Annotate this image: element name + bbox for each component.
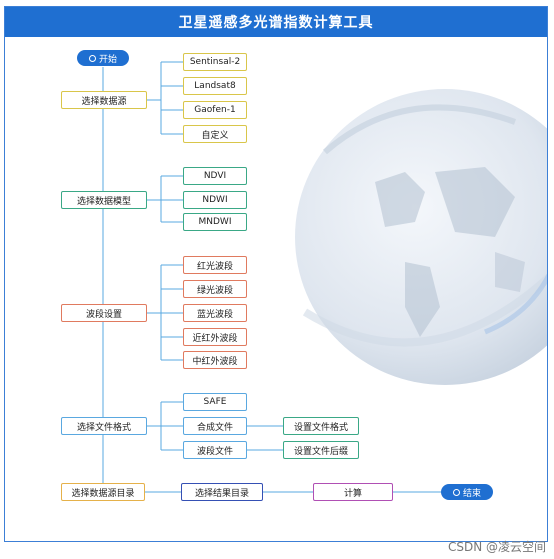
step-band-setting[interactable]: 波段设置 bbox=[61, 304, 147, 322]
option-model[interactable]: NDVI bbox=[183, 167, 247, 185]
step-select-file-format[interactable]: 选择文件格式 bbox=[61, 417, 147, 435]
step-select-data-source[interactable]: 选择数据源 bbox=[61, 91, 147, 109]
option-band[interactable]: 蓝光波段 bbox=[183, 304, 247, 322]
option-band[interactable]: 红光波段 bbox=[183, 256, 247, 274]
option-band[interactable]: 中红外波段 bbox=[183, 351, 247, 369]
step-compute[interactable]: 计算 bbox=[313, 483, 393, 501]
app-frame: 卫星遥感多光谱指数计算工具 bbox=[4, 6, 548, 542]
option-source[interactable]: Sentinsal-2 bbox=[183, 53, 247, 71]
option-band[interactable]: 绿光波段 bbox=[183, 280, 247, 298]
flow-connectors bbox=[102, 61, 441, 493]
start-button[interactable]: 开始 bbox=[77, 50, 129, 66]
power-icon bbox=[88, 54, 96, 62]
watermark: CSDN @凌云空间 bbox=[447, 540, 546, 554]
power-icon bbox=[452, 488, 460, 496]
end-button[interactable]: 结束 bbox=[441, 484, 493, 500]
option-format[interactable]: 合成文件 bbox=[183, 417, 247, 435]
app-title: 卫星遥感多光谱指数计算工具 bbox=[5, 7, 547, 37]
end-label: 结束 bbox=[462, 488, 481, 499]
option-set-file-suffix[interactable]: 设置文件后缀 bbox=[283, 441, 359, 459]
step-select-data-model[interactable]: 选择数据模型 bbox=[61, 191, 147, 209]
option-source[interactable]: Landsat8 bbox=[183, 77, 247, 95]
option-band[interactable]: 近红外波段 bbox=[183, 328, 247, 346]
option-set-file-format[interactable]: 设置文件格式 bbox=[283, 417, 359, 435]
step-select-source-dir[interactable]: 选择数据源目录 bbox=[61, 483, 145, 501]
option-model[interactable]: MNDWI bbox=[183, 213, 247, 231]
option-source[interactable]: 自定义 bbox=[183, 125, 247, 143]
globe-illustration bbox=[295, 89, 547, 385]
start-label: 开始 bbox=[98, 54, 117, 65]
step-select-result-dir[interactable]: 选择结果目录 bbox=[181, 483, 263, 501]
option-source[interactable]: Gaofen-1 bbox=[183, 101, 247, 119]
option-format[interactable]: 波段文件 bbox=[183, 441, 247, 459]
option-model[interactable]: NDWI bbox=[183, 191, 247, 209]
option-format[interactable]: SAFE bbox=[183, 393, 247, 411]
